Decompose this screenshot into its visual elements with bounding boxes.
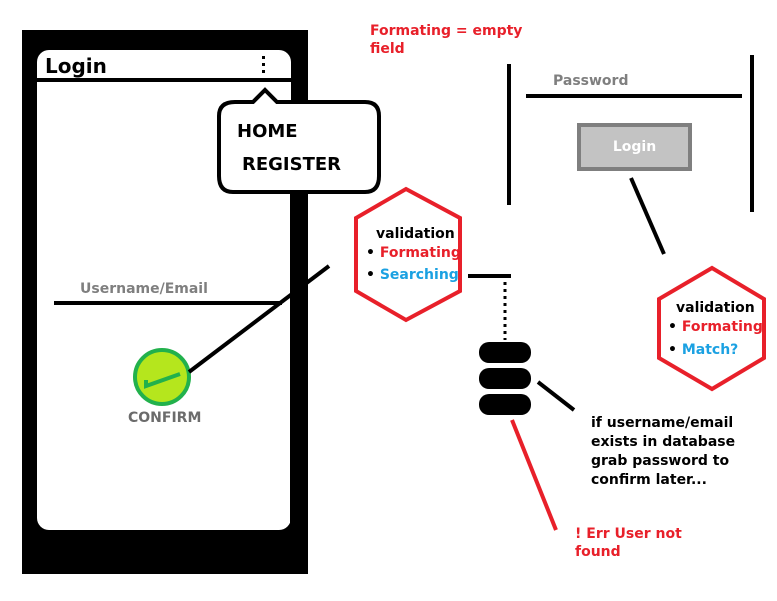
validation-left-title: validation — [376, 226, 455, 242]
app-title: Login — [45, 54, 107, 78]
password-label: Password — [553, 73, 629, 89]
validation-hexagon-right — [657, 265, 766, 392]
validation-right-item-match: • Match? — [668, 342, 739, 358]
database-icon — [479, 342, 531, 415]
menu-item-register[interactable]: REGISTER — [242, 154, 342, 175]
app-bar-divider — [37, 78, 291, 82]
checkmark-icon — [144, 372, 181, 389]
confirm-to-validation-line — [187, 264, 331, 374]
phone-right-bar — [290, 190, 295, 530]
confirm-button[interactable] — [131, 346, 193, 408]
menu-stem — [298, 190, 303, 290]
confirm-label: CONFIRM — [128, 410, 202, 426]
db-to-note-line — [536, 380, 576, 412]
error-note: ! Err User not found — [575, 526, 682, 560]
validation-right-title: validation — [676, 300, 755, 316]
login-to-validation-line — [629, 177, 666, 255]
validation-left-item-formatting: • Formating — [366, 245, 461, 261]
login-button[interactable]: Login — [577, 123, 692, 171]
kebab-menu-icon[interactable] — [258, 56, 268, 78]
validation-right-item-formatting: • Formating — [668, 319, 763, 335]
username-label: Username/Email — [80, 281, 208, 297]
username-field[interactable] — [54, 301, 282, 305]
menu-popup — [217, 87, 381, 194]
database-note: if username/email exists in database gra… — [591, 415, 736, 488]
validation-hexagon-left — [354, 186, 462, 323]
validation-left-item-searching: • Searching — [366, 267, 459, 283]
menu-item-home[interactable]: HOME — [237, 121, 298, 142]
db-to-error-line — [510, 419, 558, 531]
formatting-note: Formating = empty field — [370, 23, 523, 57]
